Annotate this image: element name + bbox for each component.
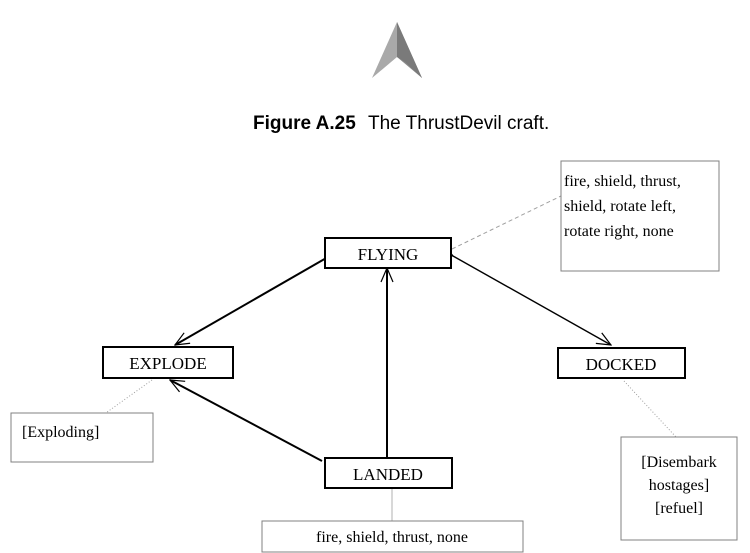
figure-label: Figure A.25 xyxy=(253,113,356,134)
note-flying-line-1: fire, shield, thrust, xyxy=(564,173,681,190)
note-flying: fire, shield, thrust, shield, rotate lef… xyxy=(560,160,720,272)
thrustdevil-craft-icon xyxy=(372,22,422,78)
state-flying-label: FLYING xyxy=(358,245,419,264)
arrow-flying-to-explode xyxy=(175,256,329,346)
state-landed-label: LANDED xyxy=(353,465,423,484)
note-docked-line-1: [Disembark xyxy=(641,454,717,471)
note-flying-line-3: rotate right, none xyxy=(564,223,674,240)
state-explode: EXPLODE xyxy=(102,346,234,379)
note-docked: [Disembark hostages] [refuel] xyxy=(620,436,738,541)
note-docked-line-2: hostages] xyxy=(649,477,709,494)
state-docked-label: DOCKED xyxy=(586,355,657,374)
figure-caption: The ThrustDevil craft. xyxy=(368,113,549,134)
arrow-landed-to-explode xyxy=(170,379,323,462)
state-docked: DOCKED xyxy=(557,347,686,379)
arrow-flying-docked xyxy=(453,256,611,345)
note-flying-line-2: shield, rotate left, xyxy=(564,198,676,215)
note-landed: fire, shield, thrust, none xyxy=(261,520,524,553)
flying-note-connector xyxy=(451,195,562,250)
state-flying: FLYING xyxy=(324,237,452,269)
note-explode: [Exploding] xyxy=(10,412,154,463)
note-explode-text: [Exploding] xyxy=(22,424,99,441)
note-landed-text: fire, shield, thrust, none xyxy=(316,529,468,546)
state-explode-label: EXPLODE xyxy=(129,354,206,373)
state-landed: LANDED xyxy=(324,457,453,489)
docked-note-connector xyxy=(623,380,677,438)
note-docked-line-3: [refuel] xyxy=(655,500,703,517)
